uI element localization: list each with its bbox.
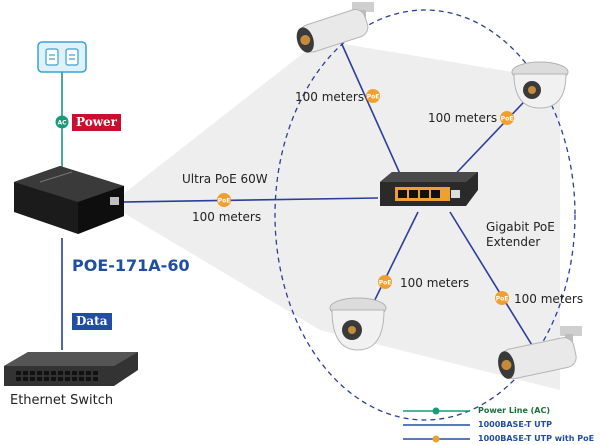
power-tag: Power	[72, 114, 121, 131]
extender-label-line2: Extender	[486, 235, 541, 249]
legend-utp: 1000BASE-T UTP	[478, 420, 552, 429]
data-tag: Data	[72, 313, 112, 330]
legend-utp-poe: 1000BASE-T UTP with PoE	[478, 434, 595, 443]
poe-injector-icon	[14, 166, 124, 234]
ultra-poe-label: Ultra PoE 60W	[182, 172, 268, 186]
ac-badge: AC	[55, 115, 69, 129]
poe-badge: PoE	[217, 193, 231, 207]
injector-model-label: POE-171A-60	[72, 256, 190, 275]
bullet-camera-icon	[498, 326, 582, 380]
poe-badge: PoE	[495, 291, 509, 305]
svg-text:AC: AC	[57, 120, 67, 127]
link-camera-bottom-right	[449, 211, 536, 351]
link-camera-top-left	[339, 39, 406, 186]
distance-label-bottom-left: 100 meters	[400, 276, 470, 290]
svg-text:PoE: PoE	[496, 296, 509, 303]
extender-label-line1: Gigabit PoE	[486, 220, 555, 234]
svg-text:PoE: PoE	[367, 94, 380, 101]
poe-extender-icon	[380, 172, 478, 206]
legend-power-line: Power Line (AC)	[478, 406, 551, 415]
power-outlet-icon	[37, 41, 87, 73]
coverage-ellipse	[274, 9, 576, 421]
dome-camera-icon	[329, 297, 387, 351]
distance-label-top-right: 100 meters	[428, 111, 498, 125]
poe-main-link	[121, 197, 379, 203]
poe-beam-shading	[122, 40, 560, 390]
bullet-camera-icon	[296, 2, 374, 53]
dome-camera-icon	[511, 61, 569, 109]
svg-text:PoE: PoE	[218, 198, 231, 205]
poe-badge: PoE	[378, 275, 392, 289]
distance-label-bottom-right: 100 meters	[514, 292, 584, 306]
ethernet-switch-icon	[4, 352, 138, 386]
legend	[403, 407, 470, 443]
switch-label: Ethernet Switch	[10, 393, 114, 408]
poe-badge: PoE	[366, 89, 380, 103]
poe-badge: PoE	[500, 111, 514, 125]
svg-text:PoE: PoE	[501, 116, 514, 123]
svg-text:PoE: PoE	[379, 280, 392, 287]
main-link-distance: 100 meters	[192, 210, 262, 224]
distance-label-top-left: 100 meters	[295, 90, 365, 104]
